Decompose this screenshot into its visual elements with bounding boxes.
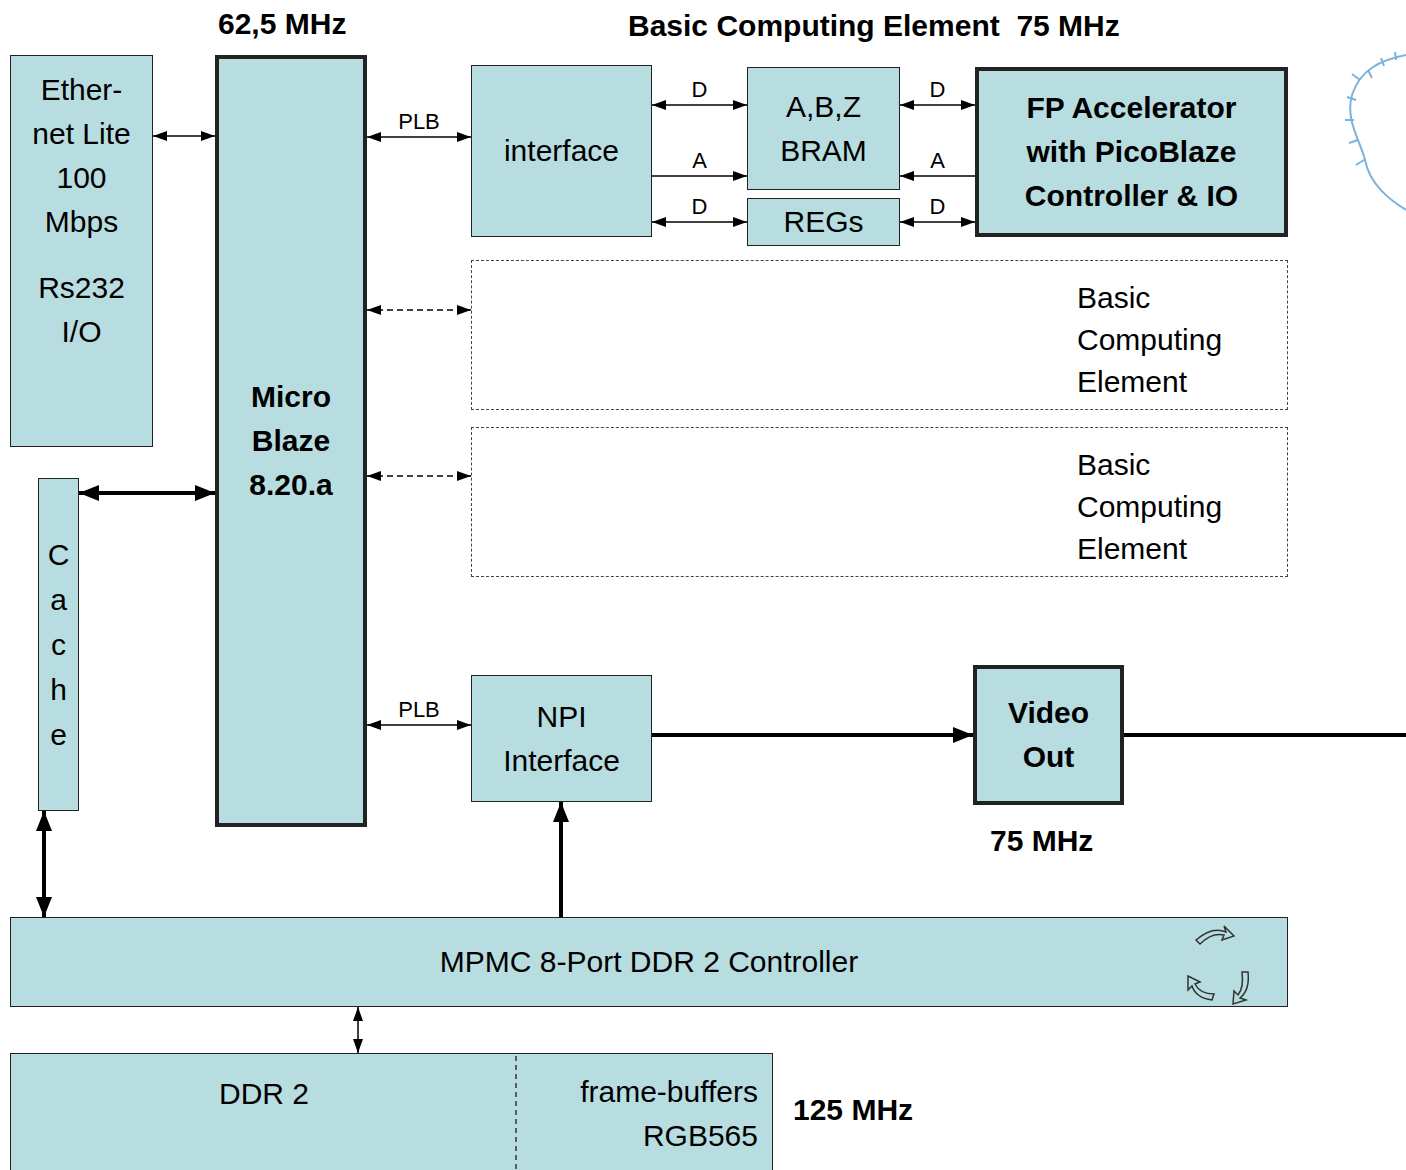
box-label: Video Out xyxy=(987,691,1110,779)
connector xyxy=(153,135,215,137)
connector xyxy=(559,802,563,917)
connector xyxy=(652,733,973,737)
connector xyxy=(42,811,46,917)
signal-label: D xyxy=(928,195,948,219)
cache-block: Cache xyxy=(38,478,79,811)
box-label: Micro Blaze 8.20.a xyxy=(225,375,357,507)
connector xyxy=(79,491,215,495)
chip-logo-pins xyxy=(1345,52,1396,165)
video-block: Video Out xyxy=(973,665,1124,805)
connector xyxy=(367,136,471,138)
interface-block: NPI Interface xyxy=(471,675,652,802)
signal-label: PLB xyxy=(396,698,442,722)
connector xyxy=(367,724,471,726)
connector xyxy=(652,104,747,106)
signal-label: D xyxy=(690,195,710,219)
accelerator-block: FP Accelerator with PicoBlaze Controller… xyxy=(975,67,1288,237)
connector xyxy=(652,221,747,223)
memory-block: A,B,Z BRAM xyxy=(747,67,900,190)
clock-label: 62,5 MHz xyxy=(218,6,346,42)
group-heading: Basic Computing Element 75 MHz xyxy=(628,8,1120,44)
connector xyxy=(900,175,975,177)
box-label: NPI Interface xyxy=(480,695,643,783)
box-note: frame-buffers RGB565 xyxy=(527,1070,758,1158)
optional-element: Basic Computing Element xyxy=(471,260,1288,410)
box-label: FP Accelerator with PicoBlaze Controller… xyxy=(995,86,1268,218)
box-label: interface xyxy=(504,129,619,173)
video-output-line xyxy=(1124,733,1406,737)
signal-label: D xyxy=(690,78,710,102)
connector xyxy=(652,175,747,177)
box-label: Ether- net Lite 100 Mbps xyxy=(17,68,146,244)
signal-label: PLB xyxy=(396,110,442,134)
memory-controller: MPMC 8-Port DDR 2 Controller xyxy=(10,917,1288,1007)
signal-label: A xyxy=(928,149,947,173)
box-label: Basic Computing Element xyxy=(1077,277,1277,403)
optional-element: Basic Computing Element xyxy=(471,427,1288,577)
connector xyxy=(900,221,975,223)
box-label: Basic Computing Element xyxy=(1077,444,1277,570)
connector xyxy=(900,104,975,106)
clock-label: 75 MHz xyxy=(990,823,1093,859)
memory-block: DDR 2frame-buffers RGB565 xyxy=(10,1053,773,1170)
box-label: DDR 2 xyxy=(11,1072,517,1116)
processor-block: Micro Blaze 8.20.a xyxy=(215,55,367,827)
signal-label: D xyxy=(928,78,948,102)
signal-label: A xyxy=(690,149,709,173)
register-block: REGs xyxy=(747,198,900,246)
connector xyxy=(367,475,471,477)
connector xyxy=(357,1007,359,1053)
clock-label: 125 MHz xyxy=(793,1092,913,1128)
box-label: REGs xyxy=(783,202,863,242)
connector xyxy=(367,309,471,311)
interface-block: interface xyxy=(471,65,652,237)
box-label: MPMC 8-Port DDR 2 Controller xyxy=(440,940,858,984)
box-label: Cache xyxy=(44,532,74,757)
box-label: A,B,Z BRAM xyxy=(762,85,885,173)
box-note: Rs232 I/O xyxy=(17,266,146,354)
io-block: Ether- net Lite 100 MbpsRs232 I/O xyxy=(10,55,153,447)
